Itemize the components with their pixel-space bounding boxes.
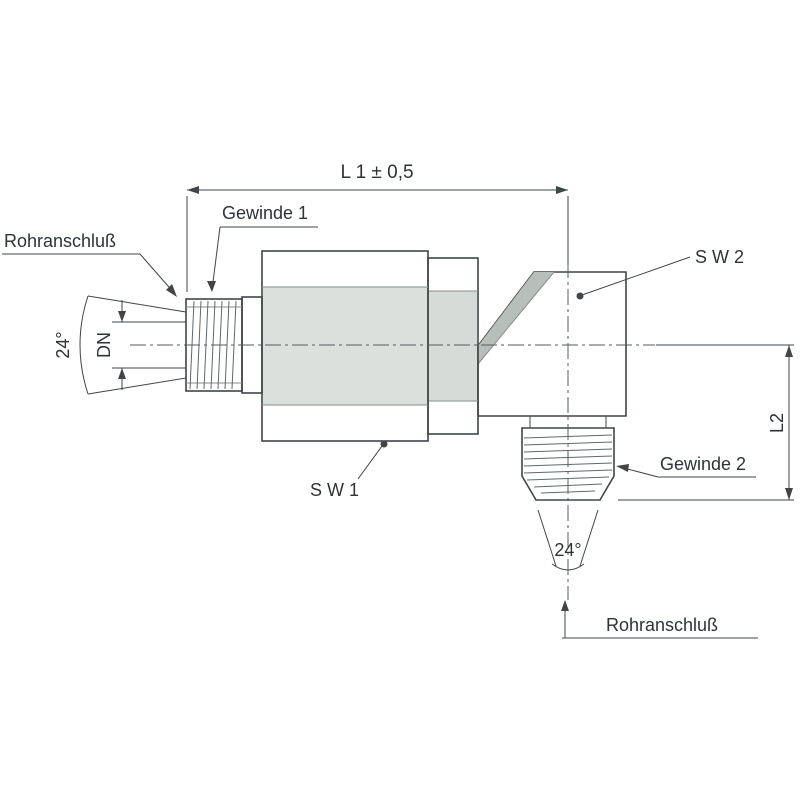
label-sw2: S W 2 — [695, 247, 744, 267]
sw1-leader-dot — [380, 440, 388, 448]
label-dn: DN — [94, 332, 114, 358]
dim-l2: L2 — [618, 344, 794, 501]
gewinde-1-arrow — [207, 281, 216, 292]
part-coupling-nut — [427, 257, 479, 435]
leader-sw2: S W 2 — [576, 247, 744, 300]
label-gewinde-2: Gewinde 2 — [660, 454, 746, 474]
leader-gewinde-2: Gewinde 2 — [616, 454, 756, 478]
dim-dn: DN — [94, 300, 186, 390]
elbow-body-outline — [477, 271, 627, 417]
leader-rohranschluss-bottom: Rohranschluß — [561, 600, 758, 639]
l1-arrow-left — [187, 186, 199, 194]
cone-angle-bottom: 24° — [537, 509, 599, 571]
label-rohranschluss-bottom: Rohranschluß — [606, 615, 718, 635]
l2-arrow-top — [785, 345, 793, 357]
dim-l1: L 1 ± 0,5 — [186, 162, 569, 292]
l1-arrow-right — [556, 186, 568, 194]
label-angle-bottom: 24° — [554, 540, 581, 560]
leader-sw1: S W 1 — [310, 440, 388, 500]
label-rohranschluss-top: Rohranschluß — [4, 231, 116, 251]
rohranschluss-top-arrow — [166, 284, 177, 297]
l2-arrow-bottom — [785, 488, 793, 500]
rohranschluss-bottom-arrow — [561, 600, 569, 611]
dn-arrow-top — [118, 311, 126, 322]
angle-left-arc — [79, 295, 89, 395]
label-l1: L 1 ± 0,5 — [340, 162, 413, 183]
elbow-chamfer-line — [477, 271, 555, 365]
gewinde-2-arrow — [616, 464, 629, 472]
leader-rohranschluss-top: Rohranschluß — [2, 231, 177, 297]
leader-gewinde-1: Gewinde 1 — [207, 203, 318, 292]
dn-arrow-bottom — [118, 368, 126, 379]
lower-stud-thread-body — [521, 427, 615, 501]
cone-angle-left: 24° — [53, 295, 187, 395]
hex-mid-flat — [263, 287, 427, 405]
label-angle-left: 24° — [53, 331, 73, 358]
angle-bottom-arc — [551, 563, 585, 571]
sw2-leader-dot — [576, 292, 584, 300]
label-gewinde-1: Gewinde 1 — [222, 203, 308, 223]
part-main-hex — [261, 250, 429, 442]
label-l2: L2 — [767, 413, 787, 433]
label-sw1: S W 1 — [310, 480, 359, 500]
part-elbow-body — [477, 271, 627, 417]
nut-mid-flat — [429, 291, 477, 401]
